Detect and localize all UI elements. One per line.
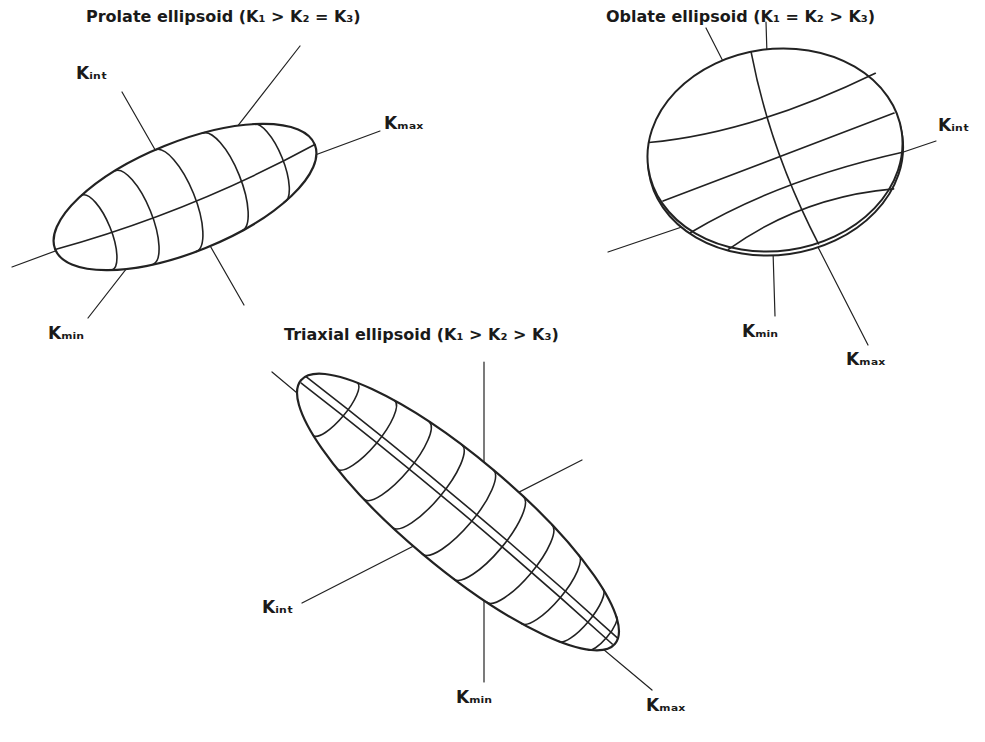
contour-line [487, 525, 564, 612]
contour-line [55, 145, 318, 257]
axis-label: Kₘₐₓ [646, 696, 685, 716]
axis-label: Kᵢₙₜ [262, 598, 293, 618]
axis-label: Kₘᵢₙ [742, 322, 778, 342]
figure-title: Prolate ellipsoid (K₁ > K₂ = K₃) [86, 8, 361, 26]
figure-title: Triaxial ellipsoid (K₁ > K₂ > K₃) [284, 326, 559, 344]
axis-label: Kᵢₙₜ [76, 64, 107, 84]
contour-line [521, 555, 589, 632]
contour-line [337, 401, 405, 478]
triaxial-ellipsoid [266, 338, 652, 690]
axis-label: Kₘₐₓ [384, 114, 423, 134]
oblate-ellipsoid [608, 22, 936, 345]
contour-line [364, 422, 441, 509]
axis-label: Kᵢₙₜ [938, 116, 969, 136]
contour-line [423, 470, 506, 565]
contour-line [313, 383, 365, 442]
axis-label: Kₘₐₓ [846, 350, 885, 370]
figure-title: Oblate ellipsoid (K₁ = K₂ > K₃) [606, 8, 875, 26]
contour-line [202, 126, 259, 231]
axis-label: Kₘᵢₙ [48, 324, 84, 344]
contour-line [454, 496, 536, 589]
contour-line [588, 616, 621, 654]
contour-line [558, 589, 610, 648]
prolate-ellipsoid [12, 46, 380, 318]
contour-line [393, 445, 475, 538]
axis-label: Kₘᵢₙ [456, 688, 492, 708]
contour-line [253, 119, 298, 203]
